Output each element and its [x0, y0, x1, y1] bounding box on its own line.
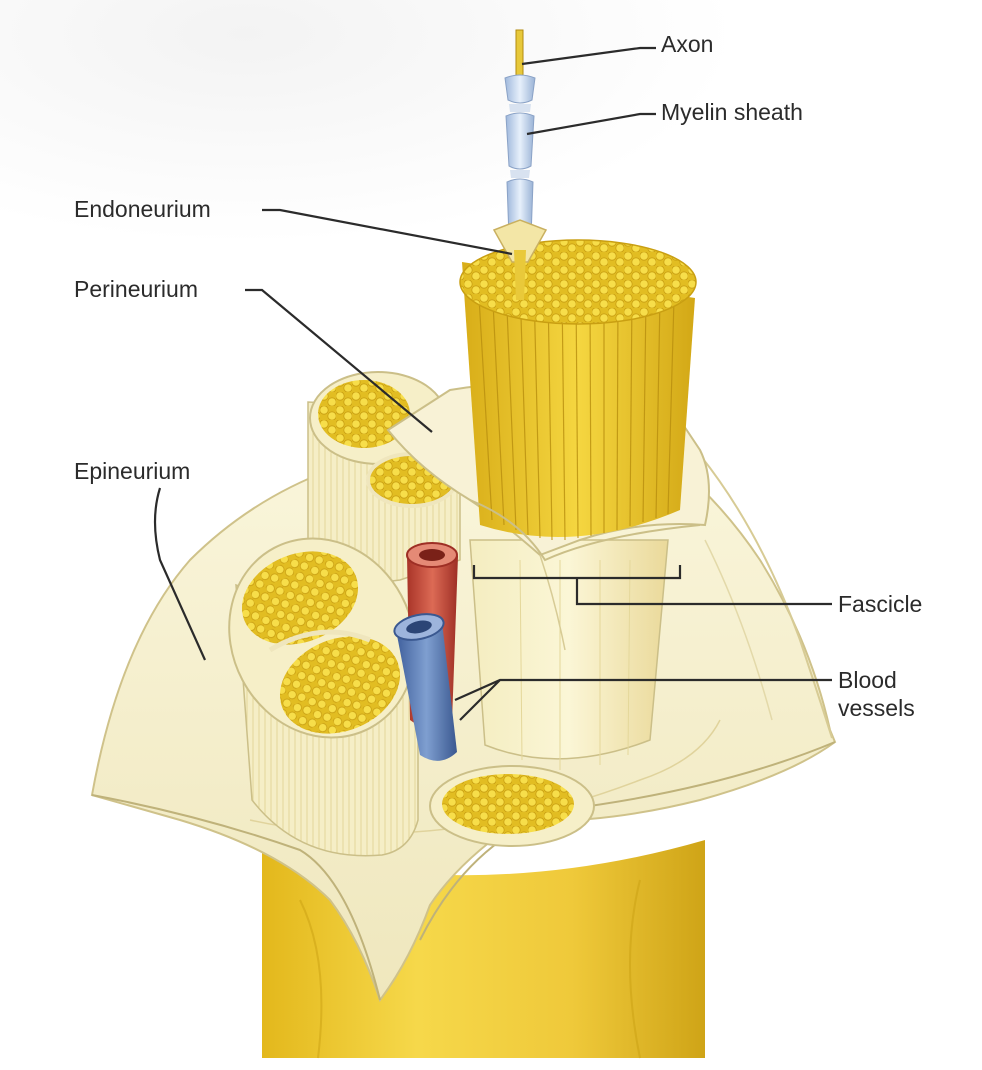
leader-blood-vessels	[454, 678, 832, 721]
bracket-fascicle	[472, 565, 832, 606]
fascicle-bottom	[429, 765, 595, 847]
leader-perineurium	[245, 288, 433, 433]
label-endoneurium: Endoneurium	[74, 196, 211, 222]
label-perineurium: Perineurium	[74, 276, 198, 302]
leader-epineurium	[153, 487, 207, 661]
leader-lines	[153, 46, 832, 721]
label-blood-vessels-line2: vessels	[838, 695, 915, 721]
leader-myelin	[526, 112, 656, 136]
label-axon: Axon	[661, 31, 714, 57]
label-blood-vessels-line1: Blood	[838, 667, 897, 693]
fascicle-central	[386, 239, 710, 770]
leader-axon	[521, 46, 656, 66]
nerve-fibers-bundle	[459, 239, 697, 541]
axon-with-myelin	[492, 29, 548, 300]
label-epineurium: Epineurium	[74, 458, 191, 484]
label-blood-vessels: Blood vessels	[838, 666, 958, 722]
label-myelin-sheath: Myelin sheath	[661, 99, 803, 125]
vein	[393, 613, 457, 761]
fascicle-front-left	[228, 537, 419, 857]
leader-endoneurium	[262, 208, 513, 256]
label-fascicle: Fascicle	[838, 591, 923, 617]
